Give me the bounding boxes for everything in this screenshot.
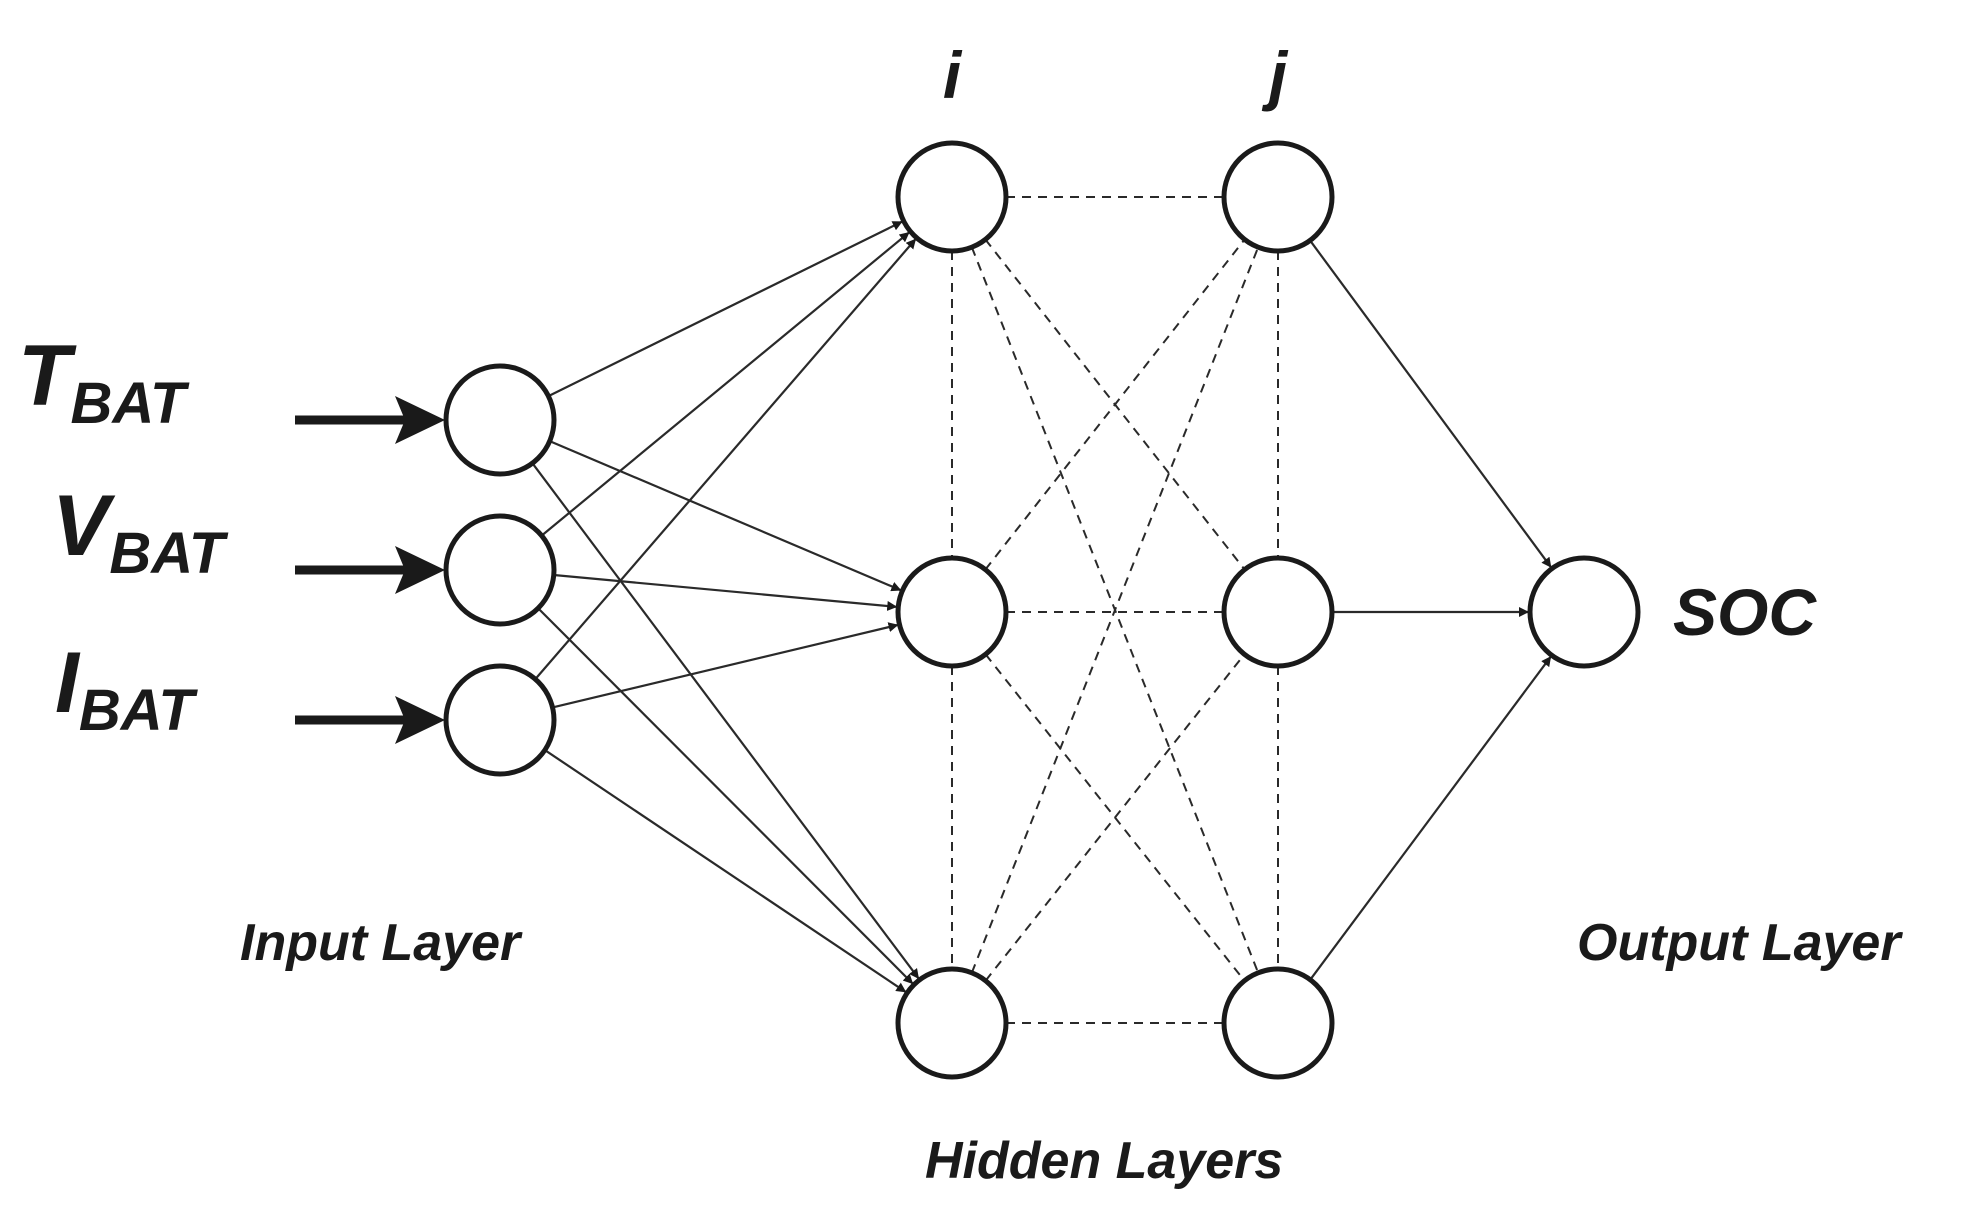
input-node-0 bbox=[443, 363, 557, 477]
input-arrow-head-1 bbox=[395, 546, 445, 594]
edge-input0-hidden-i1 bbox=[549, 440, 902, 592]
nodes bbox=[443, 140, 1641, 1080]
output-node bbox=[1527, 555, 1641, 669]
edge-input1-hidden-i2 bbox=[537, 607, 914, 985]
input-node-2 bbox=[443, 663, 557, 777]
hidden-j-node-0 bbox=[1221, 140, 1335, 254]
edge-input2-hidden-i2 bbox=[544, 749, 907, 993]
input-node-1 bbox=[443, 513, 557, 627]
input-label-voltage: VBAT bbox=[52, 478, 229, 586]
edge-input0-hidden-i0 bbox=[547, 220, 903, 398]
input-to-hidden-connections bbox=[531, 220, 920, 993]
hidden-layers-caption: Hidden Layers bbox=[925, 1132, 1283, 1190]
input-arrow-head-0 bbox=[395, 396, 445, 444]
hidden-i-node-2 bbox=[895, 966, 1009, 1080]
hidden-column-label-i: i bbox=[943, 38, 963, 112]
hidden-j-node-1 bbox=[1221, 555, 1335, 669]
output-label: SOC bbox=[1673, 575, 1817, 649]
edge-hidden-i2-j1 bbox=[984, 653, 1246, 982]
hidden-i-node-0 bbox=[895, 140, 1009, 254]
edge-input1-hidden-i0 bbox=[540, 231, 910, 537]
input-label-temperature: TBAT bbox=[18, 328, 190, 436]
edge-hidden-j0-output bbox=[1309, 239, 1552, 568]
input-arrow-head-2 bbox=[395, 696, 445, 744]
edge-input2-hidden-i0 bbox=[534, 238, 917, 680]
edge-hidden-j2-output bbox=[1309, 656, 1552, 981]
edge-hidden-i1-j0 bbox=[984, 238, 1246, 571]
edge-input1-hidden-i1 bbox=[553, 573, 898, 611]
input-label-current: IBAT bbox=[55, 635, 198, 743]
input-layer-caption: Input Layer bbox=[240, 914, 523, 972]
hidden-i-node-1 bbox=[895, 555, 1009, 669]
hidden-j-node-2 bbox=[1221, 966, 1335, 1080]
output-layer-caption: Output Layer bbox=[1577, 914, 1903, 972]
edge-input0-hidden-i2 bbox=[531, 462, 920, 979]
edge-hidden-i2-j0 bbox=[970, 246, 1260, 974]
input-arrows bbox=[295, 396, 445, 744]
edge-input2-hidden-i1 bbox=[552, 622, 899, 709]
hidden-to-output-connections bbox=[1309, 239, 1552, 981]
hidden-column-label-j: j bbox=[1261, 38, 1289, 112]
hidden-layer-connections bbox=[951, 196, 1279, 1024]
